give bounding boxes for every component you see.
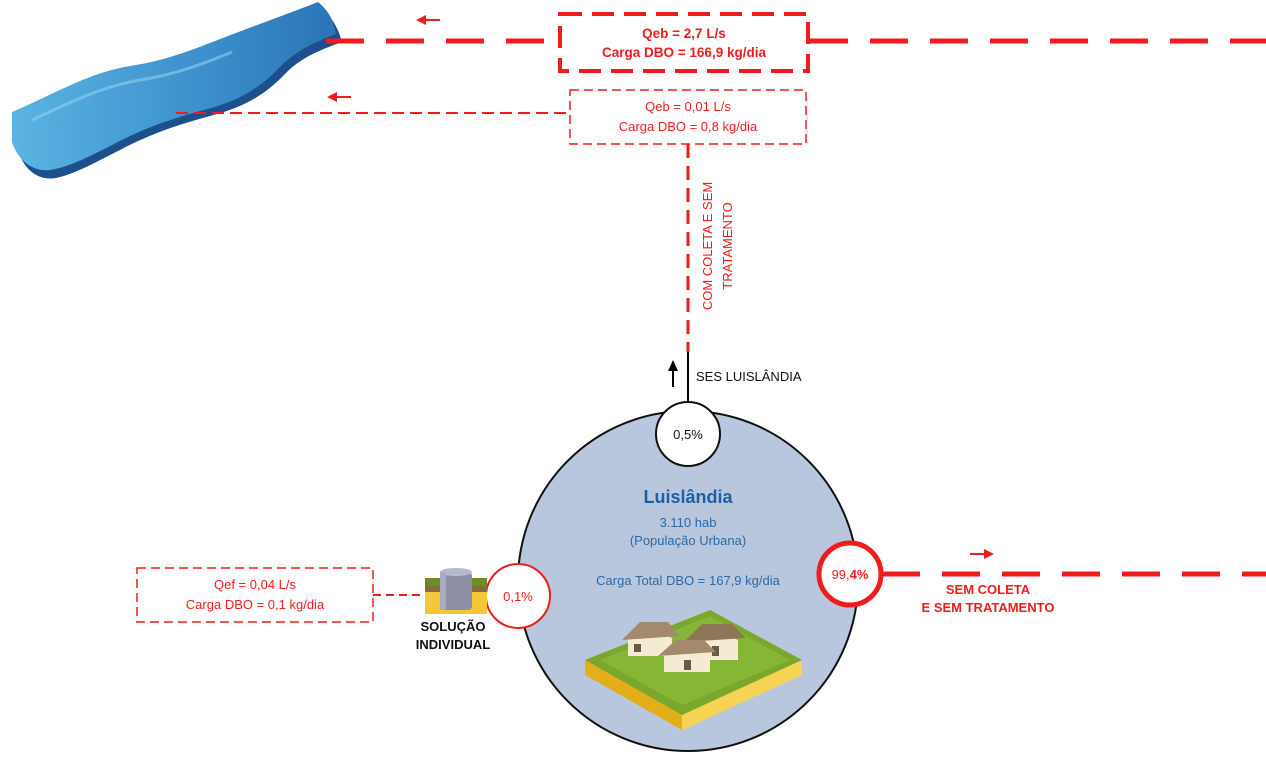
collection-load-text: Carga DBO = 0,8 kg/dia: [619, 119, 758, 134]
river-icon: [12, 2, 342, 179]
collection-flow-text: Qeb = 0,01 L/s: [645, 99, 731, 114]
node-right-value-part2: 4%: [850, 567, 869, 582]
main-load-text: Carga DBO = 166,9 kg/dia: [602, 45, 766, 60]
arrow-right-icon: [970, 549, 994, 559]
vertical-label-line1: COM COLETA E SEM: [700, 182, 715, 310]
city-name: Luislândia: [643, 487, 733, 507]
node-right-value: 99,4%: [832, 567, 869, 582]
city-total-load: Carga Total DBO = 167,9 kg/dia: [596, 573, 780, 588]
node-top: [655, 401, 721, 467]
node-top-value: 0,5%: [673, 427, 703, 442]
individual-label-line1: SOLUÇÃO: [421, 619, 486, 634]
individual-load-box: [136, 567, 374, 623]
main-load-box: [558, 12, 810, 73]
individual-label-line2: INDIVIDUAL: [416, 637, 490, 652]
city-population-note: (População Urbana): [630, 533, 746, 548]
main-flow-text: Qeb = 2,7 L/s: [642, 26, 726, 41]
no-collection-label-line2: E SEM TRATAMENTO: [922, 600, 1055, 615]
individual-flow-text: Qef = 0,04 L/s: [214, 577, 297, 592]
individual-load-text: Carga DBO = 0,1 kg/dia: [186, 597, 325, 612]
node-left-value: 0,1%: [503, 589, 533, 604]
vertical-label-line2: TRATAMENTO: [720, 202, 735, 289]
collection-load-box: [569, 89, 807, 145]
arrow-left-icon: [327, 92, 351, 102]
node-right-value-part1: 99,: [832, 567, 850, 582]
node-right: [816, 540, 884, 608]
arrow-left-icon: [416, 15, 440, 25]
no-collection-label-line1: SEM COLETA: [946, 582, 1031, 597]
city-population: 3.110 hab: [660, 515, 717, 530]
arrow-up-icon: [668, 360, 678, 387]
houses-icon: [585, 610, 802, 730]
septic-tank-icon: [425, 568, 487, 614]
ses-label: SES LUISLÂNDIA: [696, 369, 802, 384]
